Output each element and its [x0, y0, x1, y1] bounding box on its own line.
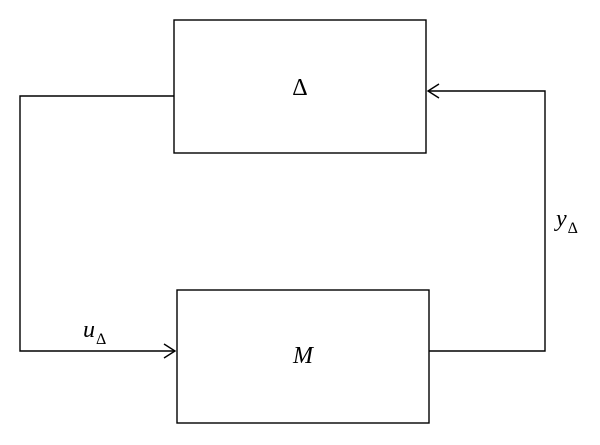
u-delta-signal-line: [19, 95, 175, 352]
delta-block-label: Δ: [292, 75, 307, 101]
y-delta-arrowhead: [426, 83, 440, 99]
u-delta-arrowhead: [163, 343, 177, 359]
delta-block: [173, 19, 427, 154]
y-delta-subscript: Δ: [568, 220, 578, 237]
y-delta-label: yΔ: [554, 206, 578, 237]
m-block: [176, 289, 430, 424]
u-delta-symbol: u: [83, 317, 95, 343]
y-delta-signal-line: [428, 90, 546, 352]
m-block-label: M: [292, 343, 315, 369]
u-delta-label: uΔ: [83, 317, 106, 348]
u-delta-subscript: Δ: [96, 331, 106, 348]
y-delta-symbol: y: [554, 206, 567, 232]
